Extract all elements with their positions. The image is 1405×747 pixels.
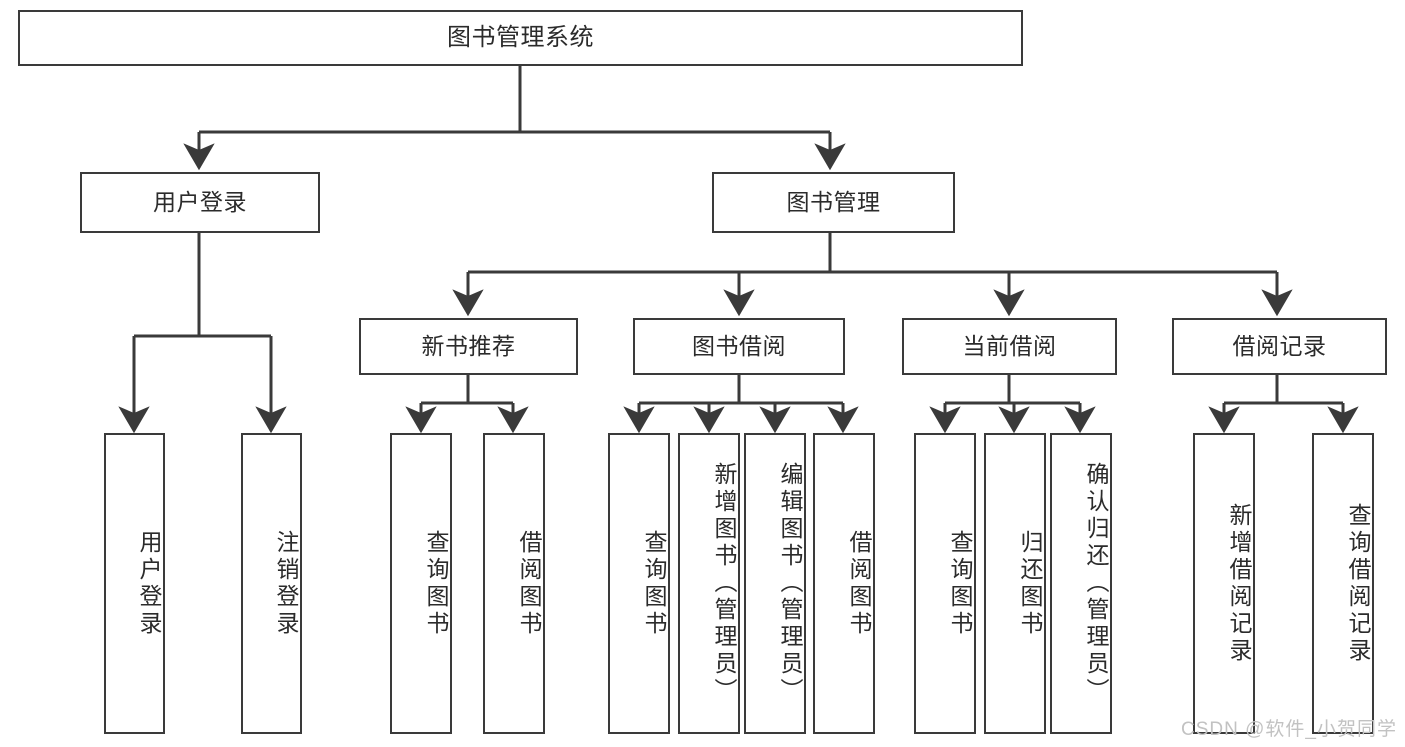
node-borrow-record[interactable]: 借阅记录 [1172, 318, 1387, 375]
node-label: 借阅图书 [516, 529, 542, 638]
node-label: 图书管理 [786, 189, 881, 216]
node-label: 查询图书 [423, 529, 449, 638]
node-label: 查询图书 [641, 529, 667, 638]
node-leaf-edit-book[interactable]: 编辑图书（管理员） [744, 433, 806, 734]
node-leaf-query-book-2[interactable]: 查询图书 [608, 433, 670, 734]
node-book-management[interactable]: 图书管理 [712, 172, 955, 233]
node-leaf-user-login[interactable]: 用户登录 [104, 433, 165, 734]
node-leaf-borrow-book-2[interactable]: 借阅图书 [813, 433, 875, 734]
node-label: 查询借阅记录 [1345, 502, 1371, 665]
node-label: 编辑图书（管理员） [777, 462, 803, 705]
node-leaf-add-book[interactable]: 新增图书（管理员） [678, 433, 740, 734]
node-label: 归还图书 [1017, 529, 1043, 638]
node-label: 新书推荐 [421, 333, 516, 360]
node-label: 当前借阅 [962, 333, 1057, 360]
node-label: 新增图书（管理员） [711, 462, 737, 705]
node-user-login[interactable]: 用户登录 [80, 172, 320, 233]
node-label: 借阅图书 [846, 529, 872, 638]
node-root-book-management-system[interactable]: 图书管理系统 [18, 10, 1023, 66]
node-label: 查询图书 [947, 529, 973, 638]
node-leaf-return-book[interactable]: 归还图书 [984, 433, 1046, 734]
node-new-book-recommend[interactable]: 新书推荐 [359, 318, 578, 375]
node-label: 借阅记录 [1232, 333, 1327, 360]
node-current-borrow[interactable]: 当前借阅 [902, 318, 1117, 375]
node-leaf-add-borrow-record[interactable]: 新增借阅记录 [1193, 433, 1255, 734]
node-label: 用户登录 [153, 189, 247, 216]
node-leaf-query-book-1[interactable]: 查询图书 [390, 433, 452, 734]
node-label: 新增借阅记录 [1226, 502, 1252, 665]
node-book-borrow[interactable]: 图书借阅 [633, 318, 845, 375]
node-label: 图书借阅 [692, 333, 786, 360]
node-label: 确认归还（管理员） [1083, 462, 1109, 705]
node-leaf-query-borrow-record[interactable]: 查询借阅记录 [1312, 433, 1374, 734]
node-leaf-confirm-return[interactable]: 确认归还（管理员） [1050, 433, 1112, 734]
node-leaf-logout-login[interactable]: 注销登录 [241, 433, 302, 734]
node-leaf-query-book-3[interactable]: 查询图书 [914, 433, 976, 734]
node-label: 用户登录 [136, 529, 162, 638]
node-leaf-borrow-book-1[interactable]: 借阅图书 [483, 433, 545, 734]
node-label: 图书管理系统 [447, 24, 594, 51]
csdn-watermark: CSDN @软件_小贺同学 [1181, 719, 1397, 740]
node-label: 注销登录 [273, 529, 299, 638]
